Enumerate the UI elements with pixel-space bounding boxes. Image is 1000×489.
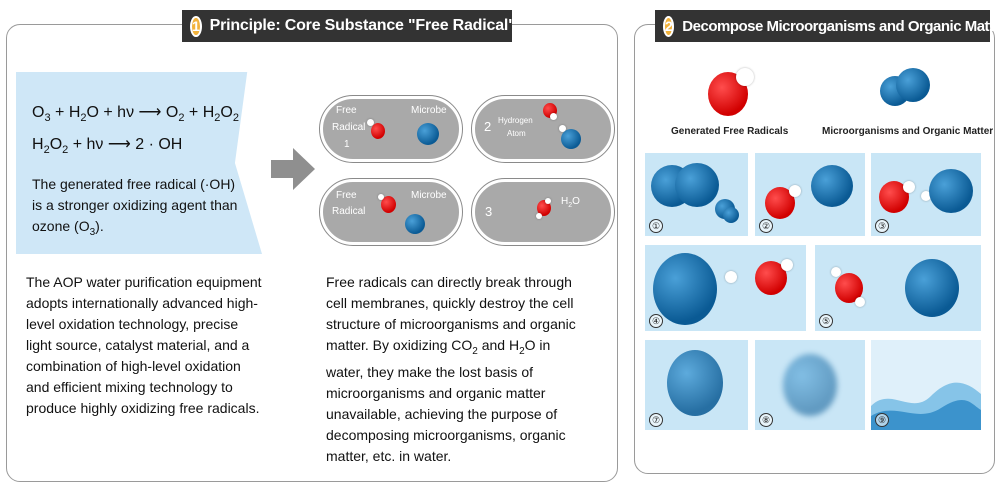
oxygen-dot-icon <box>378 194 384 200</box>
hydrogen-atom-icon <box>536 213 542 219</box>
formula-note: The generated free radical (·OH) is a st… <box>32 176 238 238</box>
free-radical-icon <box>371 123 385 139</box>
stage-tile-2: ② <box>755 153 865 236</box>
hydrogen-atom-icon <box>545 198 551 204</box>
stage-tile-4: ④ <box>645 245 806 331</box>
reaction-step-4: 3 H2O <box>471 178 615 246</box>
stage-tile-8: ⑧ <box>755 340 865 430</box>
formula-ozone: O3 + H2O + hν ⟶ O2 + H2O2 <box>32 104 239 125</box>
microbe-icon <box>417 123 439 145</box>
mechanism-description: Free radicals can directly break through… <box>326 274 576 464</box>
section-number-badge: 2 <box>663 15 675 37</box>
free-radical-icon <box>381 196 396 213</box>
principle-title-tab: 1 Principle: Core Substance "Free Radica… <box>182 10 516 42</box>
water-molecule-icon <box>537 200 551 216</box>
decompose-title: Decompose Microorganisms and Organic Mat… <box>682 17 1000 35</box>
reaction-step-3: Free Radical Microbe <box>319 178 463 246</box>
reaction-step-1: Free Radical 1 Microbe <box>319 95 463 163</box>
microbe-icon <box>561 129 581 149</box>
formula-peroxide: H2O2 + hν ⟶ 2 · OH <box>32 136 183 157</box>
microbe-icon <box>405 214 425 234</box>
oxygen-dot-icon <box>736 68 754 86</box>
hydrogen-atom-icon <box>559 125 566 132</box>
reaction-step-2: 2 Hydrogen Atom <box>471 95 615 163</box>
legend-microorganisms: Microorganisms and Organic Matter <box>822 126 994 137</box>
right-arrow-icon <box>271 148 315 190</box>
legend-free-radicals: Generated Free Radicals <box>671 126 789 137</box>
hydrogen-atom-icon <box>550 113 557 120</box>
microbe-legend-icon <box>896 68 930 102</box>
equipment-description: The AOP water purification equipment ado… <box>26 274 262 416</box>
formula-box <box>16 72 262 254</box>
oxygen-dot-icon <box>367 119 374 126</box>
stage-tile-3: ③ <box>871 153 981 236</box>
principle-title: Principle: Core Substance "Free Radical" <box>209 17 516 34</box>
stage-tile-9: ⑨ <box>871 340 981 430</box>
decompose-title-tab: 2 Decompose Microorganisms and Organic M… <box>655 10 1000 42</box>
stage-tile-7: ⑦ <box>645 340 748 430</box>
water-wave-icon <box>871 382 981 430</box>
stage-tile-1: ① <box>645 153 748 236</box>
section-number-badge: 1 <box>190 15 202 37</box>
stage-tile-5: ⑤ <box>815 245 981 331</box>
